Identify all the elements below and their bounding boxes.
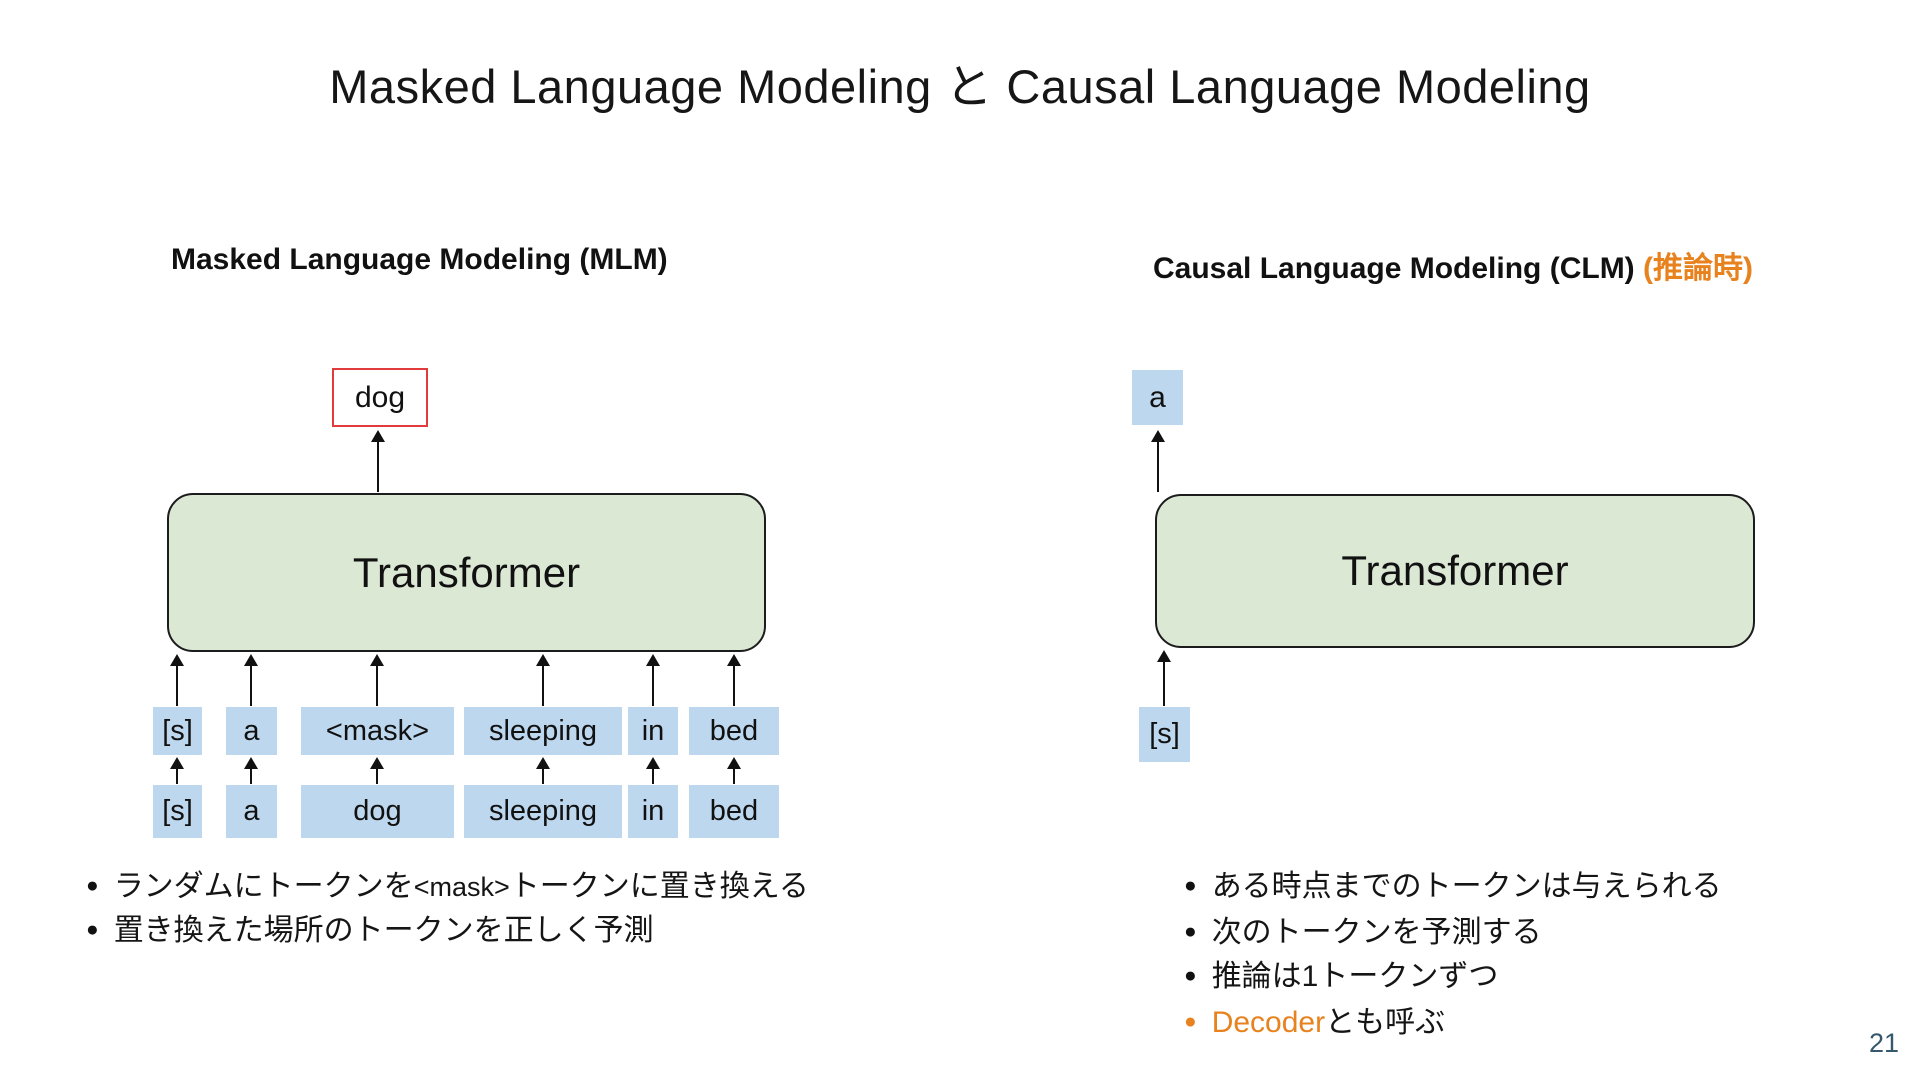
mlm-original-token: bed [689, 785, 779, 838]
page-number: 21 [1869, 1028, 1900, 1058]
slide-title: Masked Language Modeling と Causal Langua… [329, 60, 1591, 113]
mlm-bullet-1: ランダムにトークンを<mask>トークンに置き換える [86, 861, 809, 905]
bullet-text: ある時点までのトークンは与えられる [1211, 870, 1722, 903]
up-arrow-icon [535, 757, 551, 784]
clm-heading-inference-note: (推論時) [1643, 252, 1753, 285]
up-arrow-icon [535, 654, 551, 706]
up-arrow-icon [169, 654, 185, 706]
bullet-icon [86, 874, 99, 897]
mlm-bullet-2: 置き換えた場所のトークンを正しく予測 [86, 905, 654, 949]
up-arrow-icon [370, 430, 386, 492]
mlm-masked-token: sleeping [464, 707, 622, 755]
clm-predicted-token-box: a [1132, 370, 1183, 425]
up-arrow-icon [243, 757, 259, 784]
mlm-masked-token: a [226, 707, 277, 755]
mlm-original-token: [s] [153, 785, 202, 838]
clm-transformer-box: Transformer [1155, 494, 1755, 648]
clm-bullet-4: Decoderとも呼ぶ [1184, 997, 1445, 1041]
clm-heading-text: Causal Language Modeling (CLM) [1153, 252, 1635, 285]
up-arrow-icon [645, 654, 661, 706]
bullet-icon [1184, 964, 1197, 987]
up-arrow-icon [1150, 430, 1166, 492]
up-arrow-icon [369, 654, 385, 706]
bullet-icon [1184, 920, 1197, 943]
up-arrow-icon [1156, 650, 1172, 706]
bullet-icon [1184, 1010, 1197, 1033]
clm-bullet-1: ある時点までのトークンは与えられる [1184, 861, 1722, 905]
bullet-text: トークンに置き換える [509, 870, 809, 903]
bullet-text: 置き換えた場所のトークンを正しく予測 [113, 914, 654, 947]
mlm-transformer-box: Transformer [167, 493, 766, 652]
mlm-masked-token: <mask> [301, 707, 454, 755]
mlm-original-token: sleeping [464, 785, 622, 838]
up-arrow-icon [169, 757, 185, 784]
up-arrow-icon [369, 757, 385, 784]
mlm-masked-token: [s] [153, 707, 202, 755]
mlm-predicted-token-label: dog [354, 380, 406, 414]
bullet-icon [1184, 874, 1197, 897]
bullet-text-decoder: Decoder [1211, 1006, 1326, 1039]
bullet-text: とも呼ぶ [1325, 1006, 1446, 1039]
mlm-predicted-token-box: dog [332, 368, 428, 427]
clm-heading: Causal Language Modeling (CLM) (推論時) [1153, 243, 1753, 287]
mlm-masked-token: bed [689, 707, 779, 755]
clm-predicted-token-label: a [1149, 380, 1166, 414]
clm-bullet-2: 次のトークンを予測する [1184, 907, 1542, 951]
mlm-transformer-label: Transformer [352, 548, 581, 596]
bullet-text-mask-token: <mask> [413, 872, 510, 902]
bullet-text: 推論は1トークンずつ [1211, 960, 1499, 993]
clm-bullet-3: 推論は1トークンずつ [1184, 951, 1498, 995]
mlm-original-token: dog [301, 785, 454, 838]
mlm-masked-token: in [628, 707, 678, 755]
up-arrow-icon [645, 757, 661, 784]
up-arrow-icon [726, 757, 742, 784]
clm-transformer-label: Transformer [1341, 547, 1569, 594]
up-arrow-icon [726, 654, 742, 706]
mlm-original-token: in [628, 785, 678, 838]
mlm-original-token: a [226, 785, 277, 838]
bullet-text: 次のトークンを予測する [1211, 916, 1542, 949]
bullet-icon [86, 918, 99, 941]
mlm-heading-text: Masked Language Modeling (MLM) [171, 243, 668, 276]
bullet-text: ランダムにトークンを [113, 870, 414, 903]
up-arrow-icon [243, 654, 259, 706]
clm-input-token: [s] [1139, 707, 1190, 762]
mlm-heading: Masked Language Modeling (MLM) [171, 243, 668, 277]
